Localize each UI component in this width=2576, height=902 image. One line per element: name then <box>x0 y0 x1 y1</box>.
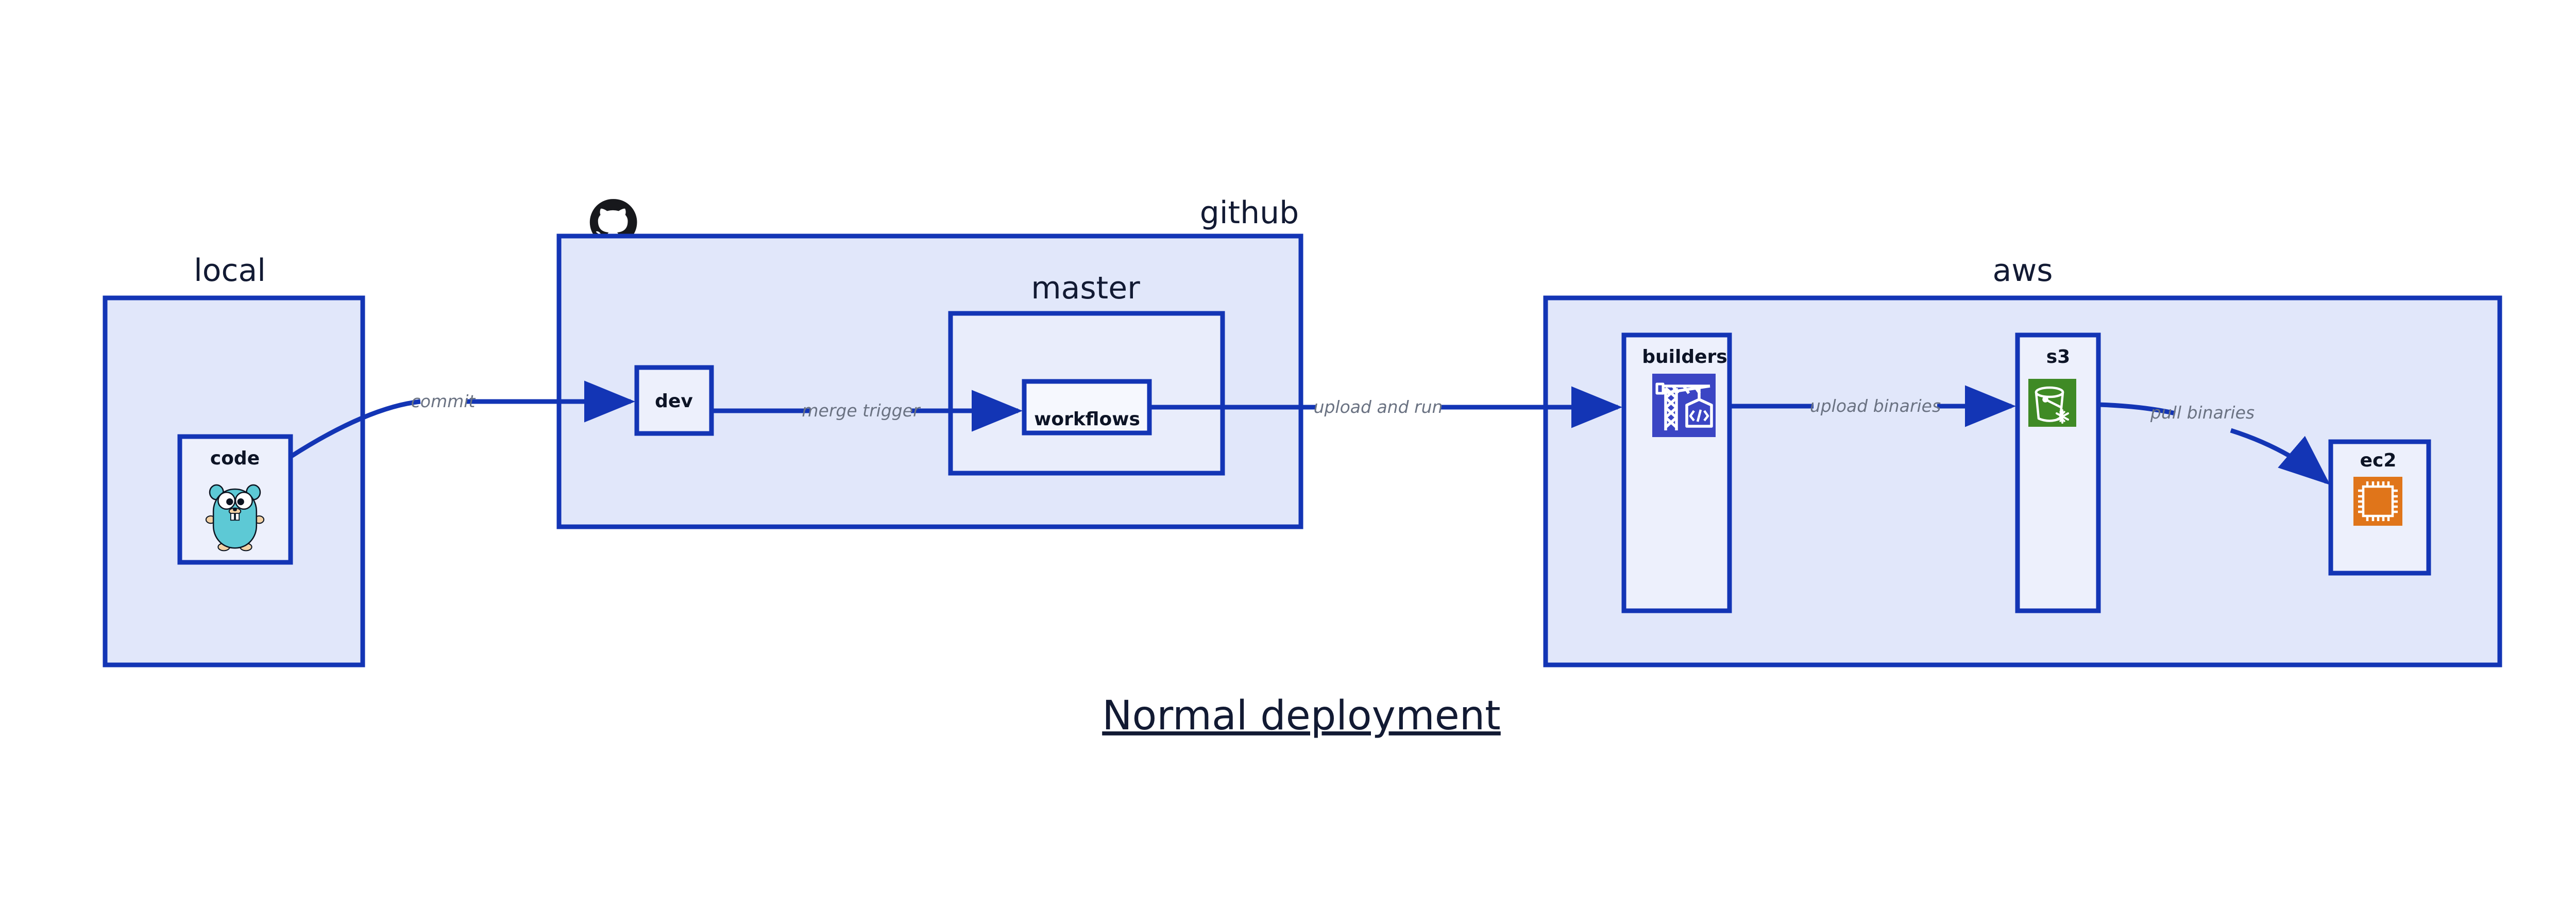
edge-builders-to-s3: upload binaries <box>1730 385 2016 427</box>
edge-code-to-dev-label: commit <box>411 391 476 411</box>
github-octocat-icon <box>589 199 637 245</box>
node-dev[interactable]: dev <box>634 365 714 436</box>
diagram-title: Normal deployment <box>1102 693 1501 739</box>
edge-code-to-dev: commit <box>289 380 635 459</box>
node-dev-box[interactable] <box>634 365 714 436</box>
node-ec2-label: ec2 <box>2360 450 2397 471</box>
node-ec2[interactable]: ec2 <box>2328 439 2431 576</box>
node-workflows-box[interactable] <box>1022 379 1152 436</box>
node-s3[interactable]: s3 <box>2015 332 2101 613</box>
zone-local-label: local <box>194 253 266 289</box>
go-gopher-icon <box>205 484 265 552</box>
edge-dev-to-workflows: merge trigger <box>711 390 1023 432</box>
node-workflows[interactable]: workflows <box>1022 379 1152 436</box>
zone-aws-label: aws <box>1992 253 2053 289</box>
edge-workflows-to-builders: upload and run <box>1149 386 1622 428</box>
node-builders[interactable]: builders <box>1621 332 1732 613</box>
cpu-chip-icon <box>2353 477 2402 526</box>
edge-s3-to-ec2-label: pull binaries <box>2150 403 2255 423</box>
node-code-label: code <box>210 448 260 469</box>
s3-bucket-glacier-icon <box>2028 379 2076 427</box>
node-s3-label: s3 <box>2046 346 2070 368</box>
zone-aws[interactable]: aws builders <box>1543 253 2502 667</box>
subzone-master-label: master <box>1031 270 1140 306</box>
crane-code-icon <box>1652 374 1716 437</box>
node-s3-box[interactable] <box>2015 332 2101 613</box>
node-builders-label: builders <box>1642 346 1727 368</box>
zone-github[interactable]: github dev master workflows <box>556 195 1303 529</box>
edge-s3-to-ec2: pull binaries <box>2098 402 2330 485</box>
edge-workflows-to-builders-label: upload and run <box>1314 397 1443 417</box>
zone-local[interactable]: local code <box>103 253 365 667</box>
node-workflows-label: workflows <box>1034 409 1140 430</box>
zone-github-label: github <box>1200 195 1299 231</box>
node-dev-label: dev <box>655 391 693 412</box>
edge-builders-to-s3-label: upload binaries <box>1810 396 1941 416</box>
edge-dev-to-workflows-label: merge trigger <box>802 400 921 421</box>
node-code[interactable]: code <box>177 434 293 565</box>
